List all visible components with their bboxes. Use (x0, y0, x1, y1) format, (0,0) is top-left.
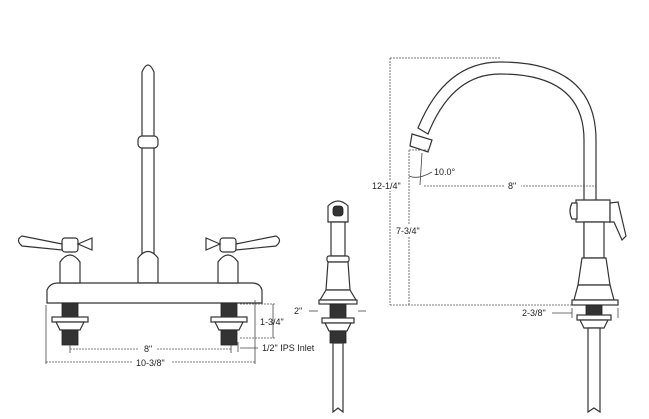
right-shank (210, 302, 248, 346)
dim-height-label: 12-1/4" (372, 181, 401, 191)
dim-side-base-label: 2-3/8" (522, 308, 546, 318)
dim-inlet-label: 1/2" IPS Inlet (262, 343, 315, 353)
side-view: 12-1/4" 7-3/4" 10.0° 8" 2-3/8" (370, 57, 627, 414)
dim-shank-label: 1-3/4" (260, 317, 284, 327)
deck-plate (46, 282, 263, 304)
spout-nozzle (409, 133, 433, 153)
left-shank (51, 302, 89, 346)
dim-reach-label: 8" (508, 181, 516, 191)
dim-center-label: 8" (144, 344, 152, 354)
gooseneck-spout (417, 61, 597, 266)
dim-overall-label: 10-3/8" (136, 358, 165, 368)
spout-ring (137, 135, 159, 149)
dim-sprayer-base-label: 2" (294, 306, 302, 316)
spout-tube (141, 64, 155, 276)
left-handle (17, 235, 93, 284)
dim-spout-height-label: 7-3/4" (396, 226, 420, 236)
front-view: 8" 10-3/8" 1-3/4" 1/2" IPS Inlet (17, 64, 315, 368)
sprayer-view: 2" (294, 200, 366, 414)
dim-angle-label: 10.0° (434, 167, 456, 177)
right-handle (205, 235, 281, 284)
spout-base (137, 250, 159, 284)
